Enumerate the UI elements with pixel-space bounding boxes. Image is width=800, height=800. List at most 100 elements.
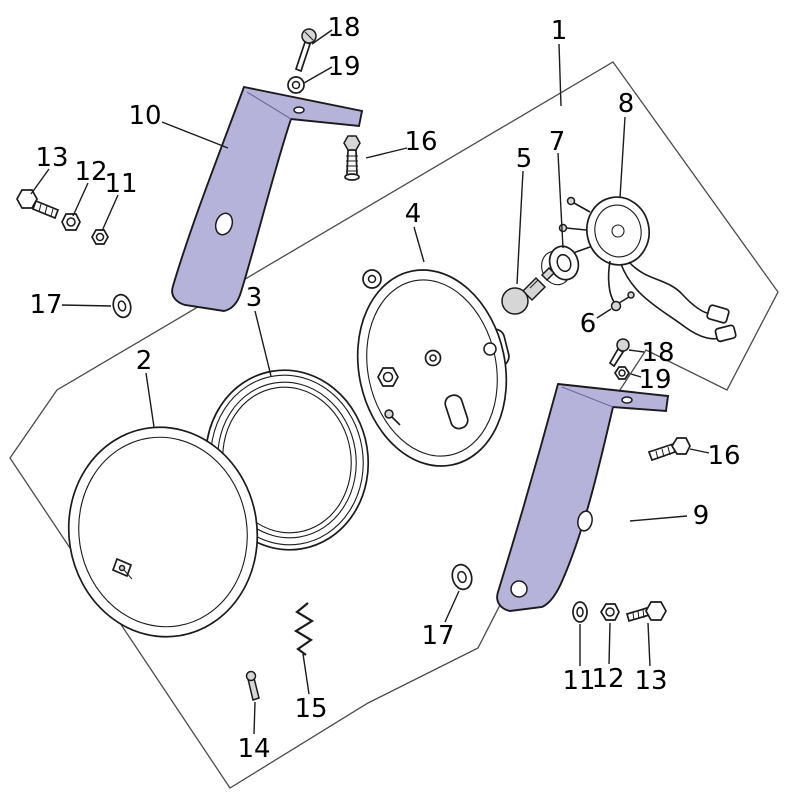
bulb-socket-ring [541,245,580,286]
leader-6 [596,308,612,319]
bolt-13-left-shaft [31,199,60,220]
thread [667,446,671,456]
leader-4 [413,226,425,263]
bolt-13-bottom [625,601,667,623]
bucket-top-tab-hole [367,274,377,284]
terminal-shaft [618,296,630,304]
leader-16-top [365,147,408,159]
thread [50,208,54,217]
thread [655,450,659,460]
front-rim-inner [78,436,248,628]
bolt-16-right [647,437,691,462]
callout-19-top: 19 [327,52,360,82]
bracket-left-hole [214,212,234,236]
bucket-slot [444,394,469,430]
thread [661,448,665,458]
leader-1 [558,43,562,107]
callout-18-top: 18 [327,13,360,43]
bolt-13-bottom-head [645,601,667,621]
leader-15 [302,653,310,695]
nut-19-top [287,76,305,94]
thread [38,203,42,213]
headlight-bulb [501,266,556,315]
callout-13-bottom: 13 [634,666,667,696]
screw-14-shaft [247,677,260,701]
front-rim-tab-screw [118,564,126,572]
callout-19-right: 19 [638,365,671,395]
terminal-tip-1 [566,196,576,206]
headlight-front-rim [67,426,259,638]
mounting-bracket-right [496,382,670,612]
terminal-stub-3 [572,246,591,254]
washer-17-right [451,563,473,591]
wire-lead-2 [620,263,724,340]
thread [44,205,48,215]
leader-18-top [311,29,333,45]
bolt-18-right [608,338,630,368]
bracket-right-crease [561,386,614,408]
front-rim-tab-shaft [123,569,133,580]
bolt-16-right-shaft [647,442,677,462]
spring-clip-wire [293,602,315,656]
screw-14 [245,670,260,701]
leader-17-right [444,590,460,623]
callout-10: 10 [128,101,161,131]
wire-plug-1 [706,304,730,324]
bracket-left-arm-hole [293,106,305,114]
mounting-bracket-left [171,85,364,312]
leader-17-left [61,304,112,307]
nut-11-left-hole [95,232,105,242]
bucket-shell [356,269,508,467]
bucket-screw-head [384,409,394,419]
bolt-18-right-head [616,338,630,352]
callout-13-left: 13 [35,143,68,173]
socket-hole [556,253,572,273]
leader-19-right [630,373,642,378]
callout-7: 7 [549,127,566,157]
callout-1: 1 [551,16,568,46]
leader-2 [145,372,155,428]
bolt-16-right-head [670,437,691,455]
callout-16-top: 16 [404,127,437,157]
wire-lead-ground [607,260,615,303]
nut-12-left-hole [66,217,76,227]
bracket-right-hole [577,510,593,532]
nut-11-left [91,229,109,245]
leader-18-right [628,349,645,353]
leader-5 [516,170,524,285]
callout-labels: 18 19 10 16 1 13 12 11 8 7 5 4 3 17 2 6 … [29,13,740,764]
callout-17-left: 17 [29,290,62,320]
leader-9 [629,515,688,522]
callout-9: 9 [693,501,710,531]
bucket-ring-hole [429,354,437,362]
bolt-13-left [16,189,60,220]
leader-19-top [303,66,333,84]
leader-14 [253,701,256,735]
callout-16-right: 16 [707,441,740,471]
connector-ring-outer [586,196,650,266]
leader-13-left [30,168,50,195]
bracket-left-body [171,85,364,312]
bolt-13-left-head [16,189,38,209]
wire-plug-2 [714,324,737,343]
terminal-stub-2 [565,227,587,231]
thread [637,610,640,620]
front-rim-outer [67,426,259,638]
terminal-tip-2 [558,223,568,233]
callout-11-bottom: 11 [562,666,595,696]
bulb-base [521,276,547,302]
leader-10 [161,121,229,149]
thread [632,612,635,621]
nut-11-bottom [572,601,588,623]
callout-15: 15 [294,694,327,724]
spring-clip [293,602,315,656]
callout-4: 4 [405,199,422,229]
terminal-end [627,291,635,299]
leader-lines [30,29,710,735]
leader-13-bottom [647,622,651,667]
bolt-18-top-slot [304,31,314,41]
bracket-right-body [496,382,670,612]
nut-19-top-hole [291,80,301,90]
